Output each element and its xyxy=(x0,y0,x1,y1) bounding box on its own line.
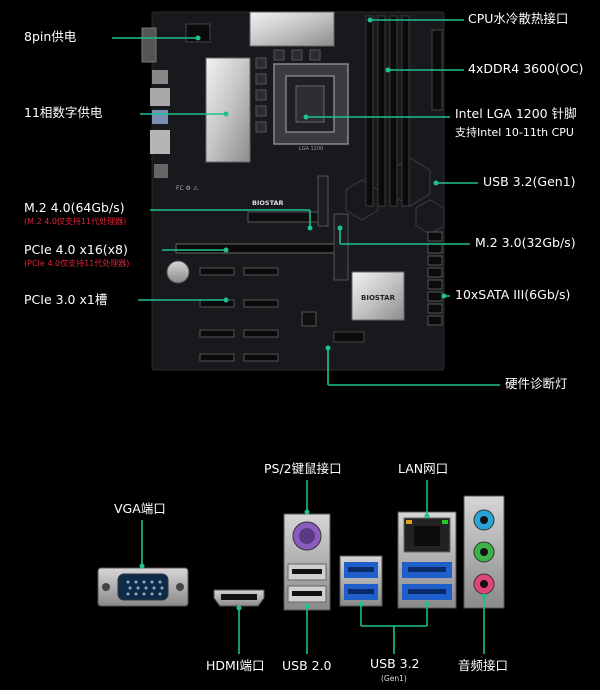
label-hdmi: HDMI端口 xyxy=(206,658,265,673)
label-usb32-io-sub: (Gen1) xyxy=(381,674,407,683)
vga-port xyxy=(97,567,189,607)
board-brand-logo: BIOSTAR xyxy=(252,199,284,207)
pcie-x1-slots xyxy=(199,267,279,362)
label-socket: Intel LGA 1200 针脚 xyxy=(455,106,577,121)
usb32-ports xyxy=(339,555,383,607)
vrm-heatsink-top xyxy=(249,11,335,47)
label-lan: LAN网口 xyxy=(398,461,449,476)
label-sata: 10xSATA III(6Gb/s) xyxy=(455,287,571,302)
audio-jacks xyxy=(463,495,505,609)
sata-ports xyxy=(427,231,443,326)
label-pcie-40-note: (PCIe 4.0仅支持11代处理器) xyxy=(24,259,130,268)
hdmi-port xyxy=(213,589,265,607)
m2-slot-40 xyxy=(247,211,329,223)
lan-usb32-stack xyxy=(397,511,457,609)
label-usb32-header: USB 3.2(Gen1) xyxy=(483,174,576,189)
ps2-usb20-stack xyxy=(283,513,331,611)
label-m2-40: M.2 4.0(64Gb/s) xyxy=(24,200,125,215)
label-ps2: PS/2键鼠接口 xyxy=(264,461,342,476)
label-ddr4: 4xDDR4 3600(OC) xyxy=(468,61,584,76)
label-diag-led: 硬件诊断灯 xyxy=(505,376,568,391)
label-vrm-phases: 11相数字供电 xyxy=(24,105,103,120)
svg-text:BIOSTAR: BIOSTAR xyxy=(361,294,396,302)
label-m2-30: M.2 3.0(32Gb/s) xyxy=(475,235,576,250)
cmos-battery xyxy=(166,260,190,284)
label-socket-note: 支持Intel 10-11th CPU xyxy=(455,126,574,139)
label-8pin-power: 8pin供电 xyxy=(24,29,77,44)
io-panel xyxy=(97,495,505,611)
label-m2-40-note: (M.2 4.0仅支持11代处理器) xyxy=(24,217,127,226)
label-pcie-30: PCIe 3.0 x1槽 xyxy=(24,292,108,307)
callout-lines-board xyxy=(112,17,500,386)
label-cpu-cooling: CPU水冷散热接口 xyxy=(468,11,569,26)
label-usb32-io: USB 3.2 xyxy=(370,656,420,671)
svg-text:LGA 1200: LGA 1200 xyxy=(299,146,323,152)
label-audio: 音频接口 xyxy=(458,658,509,673)
vrm-heatsink-left xyxy=(205,57,251,163)
pcie-x16-slot xyxy=(175,243,345,254)
m2-slot-30 xyxy=(333,213,349,281)
cpu-socket: LGA 1200 xyxy=(273,63,349,152)
motherboard: LGA 1200 FC ♻ ⚠ BIOSTAR xyxy=(141,11,445,371)
callout-lines-io xyxy=(139,480,487,654)
rear-io-block xyxy=(141,27,170,178)
ddr4-slots xyxy=(365,15,410,207)
label-usb20: USB 2.0 xyxy=(282,658,332,673)
svg-text:FC ♻ ⚠: FC ♻ ⚠ xyxy=(176,185,199,192)
chipset-heatsink: BIOSTAR xyxy=(351,271,405,321)
label-pcie-40: PCIe 4.0 x16(x8) xyxy=(24,242,128,257)
label-vga: VGA端口 xyxy=(114,501,166,516)
